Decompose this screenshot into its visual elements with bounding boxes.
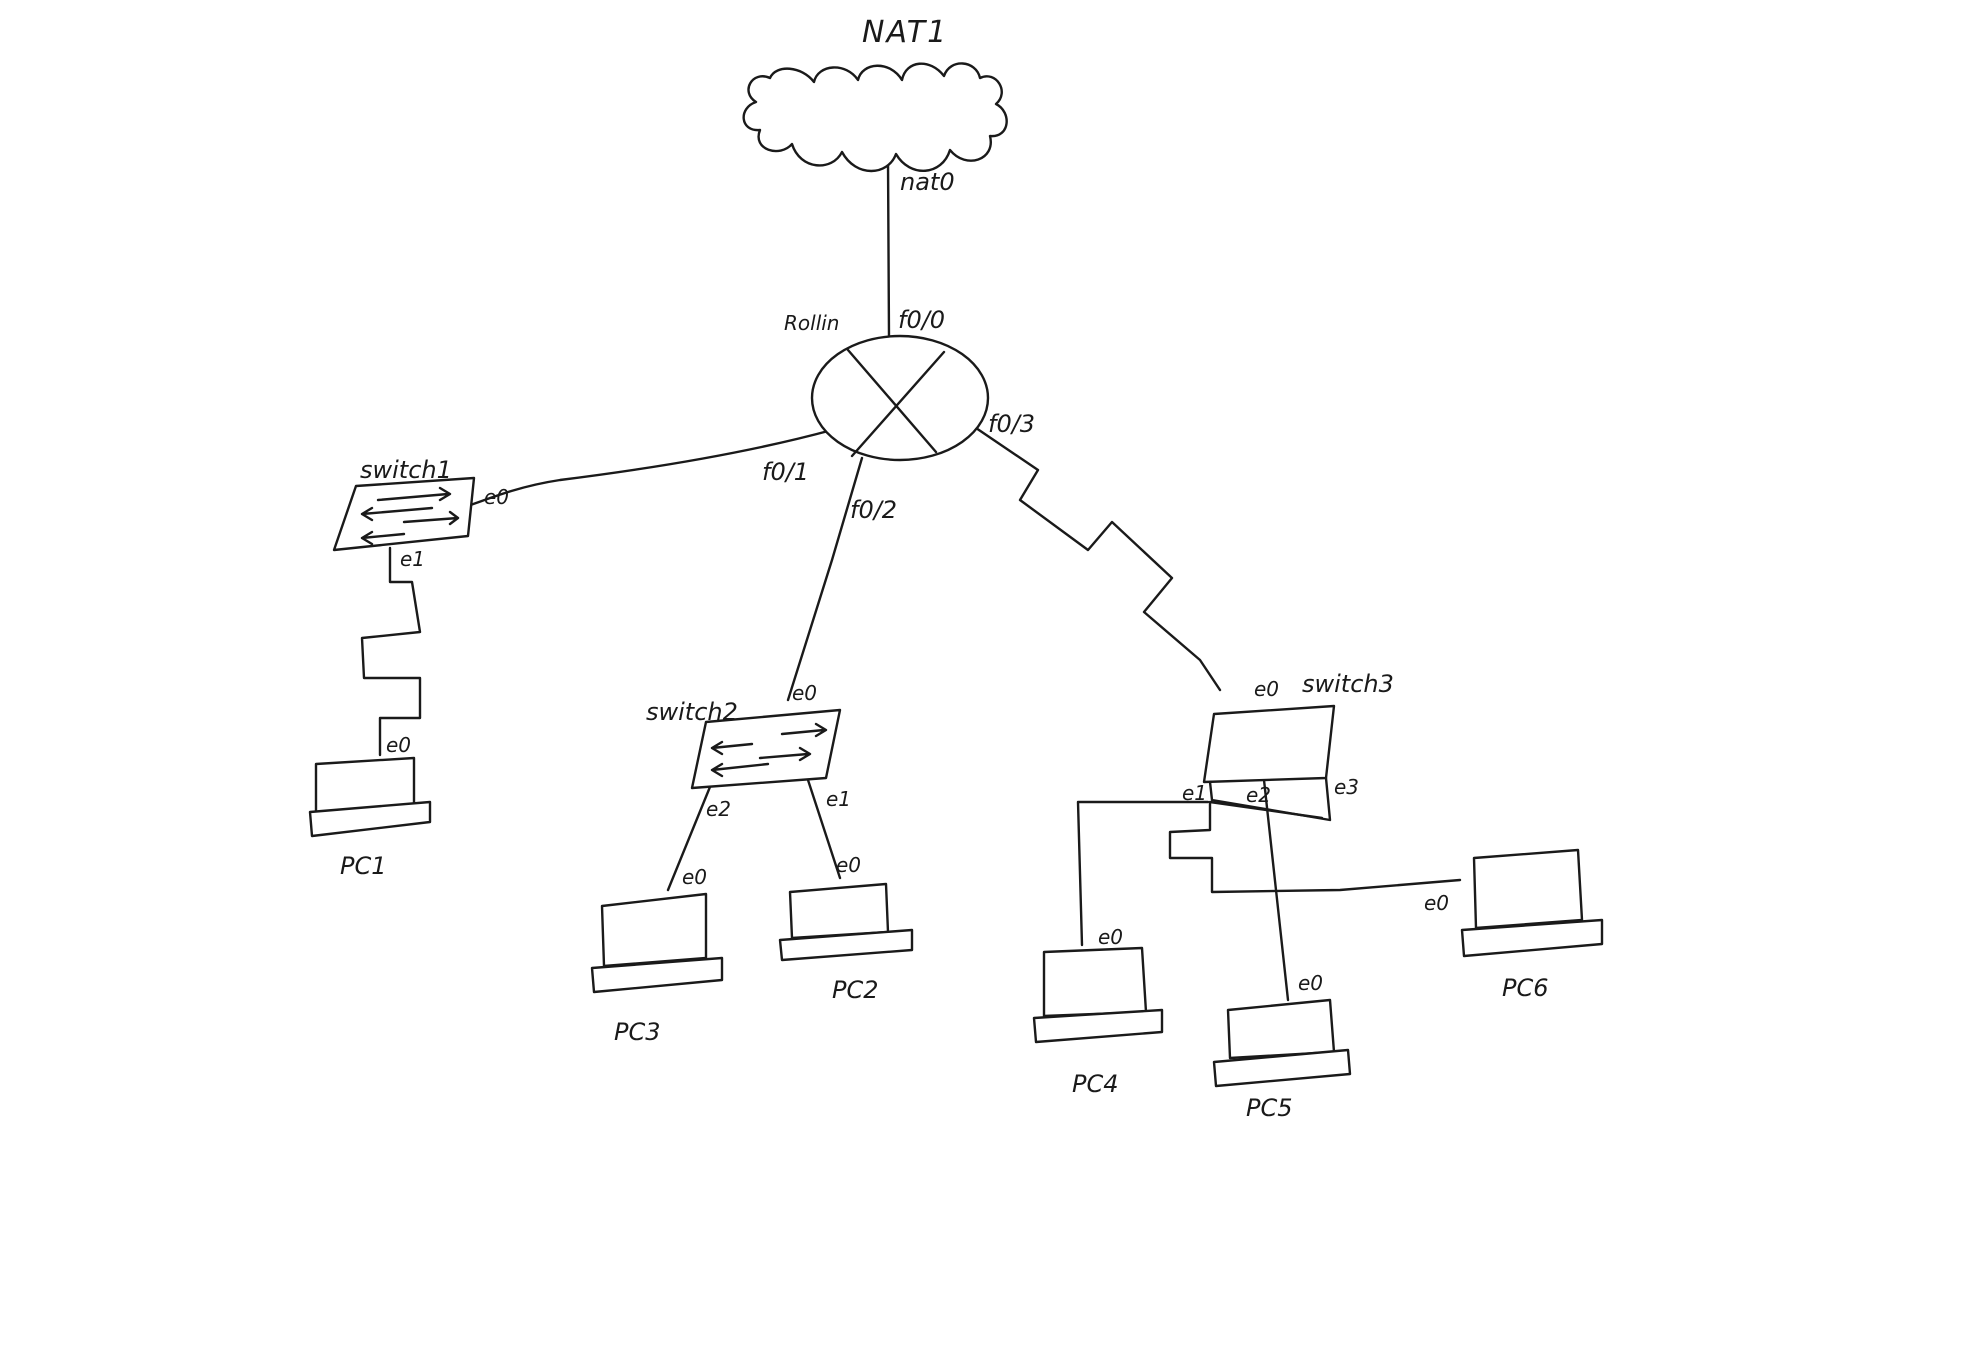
- laptop-base-icon: [1460, 918, 1604, 958]
- router-icon: [810, 334, 990, 462]
- switch2-port-e1: e1: [826, 787, 851, 811]
- switch3[interactable]: switch3 e0 e1 e2 e3: [1182, 670, 1394, 822]
- laptop-base-icon: [778, 928, 914, 962]
- router[interactable]: Rollin f0/0 f0/1 f0/2 f0/3: [762, 306, 1035, 524]
- switch3-name: switch3: [1302, 670, 1394, 698]
- switch2-name: switch2: [646, 698, 738, 726]
- pc6-name: PC6: [1502, 974, 1549, 1002]
- laptop-base-icon: [1212, 1048, 1352, 1088]
- pc5-name: PC5: [1246, 1094, 1293, 1122]
- switch2-port-e2: e2: [706, 797, 731, 821]
- link-switch2-pc3: [666, 780, 714, 892]
- switch-icon: [332, 476, 476, 552]
- links: [360, 158, 1462, 1002]
- laptop-screen-icon: [1226, 998, 1336, 1060]
- pc4[interactable]: e0 PC4: [1032, 925, 1164, 1098]
- switch-lower-body: [1208, 776, 1332, 822]
- nat-cloud[interactable]: NAT1 nat0: [742, 15, 1008, 196]
- router-port-f0-1: f0/1: [762, 458, 809, 486]
- switch1-port-e0: e0: [484, 485, 509, 509]
- pc1[interactable]: e0 PC1: [308, 733, 432, 880]
- router-cross: [846, 348, 946, 458]
- router-name: Rollin: [784, 311, 839, 335]
- switch3-port-e2: e2: [1246, 783, 1271, 807]
- pc1-port: e0: [386, 733, 411, 757]
- laptop-screen-icon: [600, 892, 708, 968]
- switch2[interactable]: switch2 e0 e2 e1: [646, 681, 851, 821]
- link-router-switch1: [466, 428, 834, 508]
- laptop-screen-icon: [1472, 848, 1584, 930]
- laptop-base-icon: [590, 956, 724, 994]
- laptop-screen-icon: [1042, 946, 1148, 1018]
- switch3-port-e1: e1: [1182, 781, 1207, 805]
- pc6[interactable]: e0 PC6: [1424, 848, 1604, 1002]
- switch2-port-e0: e0: [792, 681, 817, 705]
- cloud-icon: [742, 62, 1008, 173]
- switch-arrows: [710, 722, 828, 778]
- pc3-name: PC3: [614, 1018, 661, 1046]
- pc3[interactable]: e0 PC3: [590, 865, 724, 1046]
- nat-port-label: nat0: [900, 168, 955, 196]
- pc1-name: PC1: [340, 852, 387, 880]
- switch3-port-e3: e3: [1334, 775, 1359, 799]
- switch1-port-e1: e1: [400, 547, 425, 571]
- pc2-port: e0: [836, 853, 861, 877]
- link-router-switch2: [786, 456, 864, 702]
- link-switch3-pc4: [1076, 800, 1210, 947]
- switch1[interactable]: switch1 e0 e1: [332, 456, 509, 571]
- switch1-name: switch1: [360, 456, 452, 484]
- pc6-port: e0: [1424, 891, 1449, 915]
- pc4-name: PC4: [1072, 1070, 1119, 1098]
- router-port-f0-0: f0/0: [898, 306, 945, 334]
- switch3-port-e0: e0: [1254, 677, 1279, 701]
- pc4-port: e0: [1098, 925, 1123, 949]
- router-port-f0-3: f0/3: [988, 410, 1035, 438]
- link-switch3-pc6: [1168, 800, 1462, 894]
- pc5[interactable]: e0 PC5: [1212, 971, 1352, 1122]
- laptop-base-icon: [308, 800, 432, 838]
- link-router-switch3: [974, 426, 1222, 692]
- pc5-port: e0: [1298, 971, 1323, 995]
- pc2[interactable]: e0 PC2: [778, 853, 914, 1004]
- link-nat-router: [886, 158, 891, 340]
- switch-arrows: [360, 486, 460, 546]
- pc3-port: e0: [682, 865, 707, 889]
- laptop-screen-icon: [788, 882, 890, 940]
- laptop-base-icon: [1032, 1008, 1164, 1044]
- nat-name: NAT1: [862, 15, 948, 50]
- router-port-f0-2: f0/2: [850, 496, 897, 524]
- switch-icon: [1202, 704, 1336, 784]
- pc2-name: PC2: [832, 976, 879, 1004]
- link-switch2-pc2: [806, 778, 842, 880]
- link-switch1-pc1: [360, 546, 422, 757]
